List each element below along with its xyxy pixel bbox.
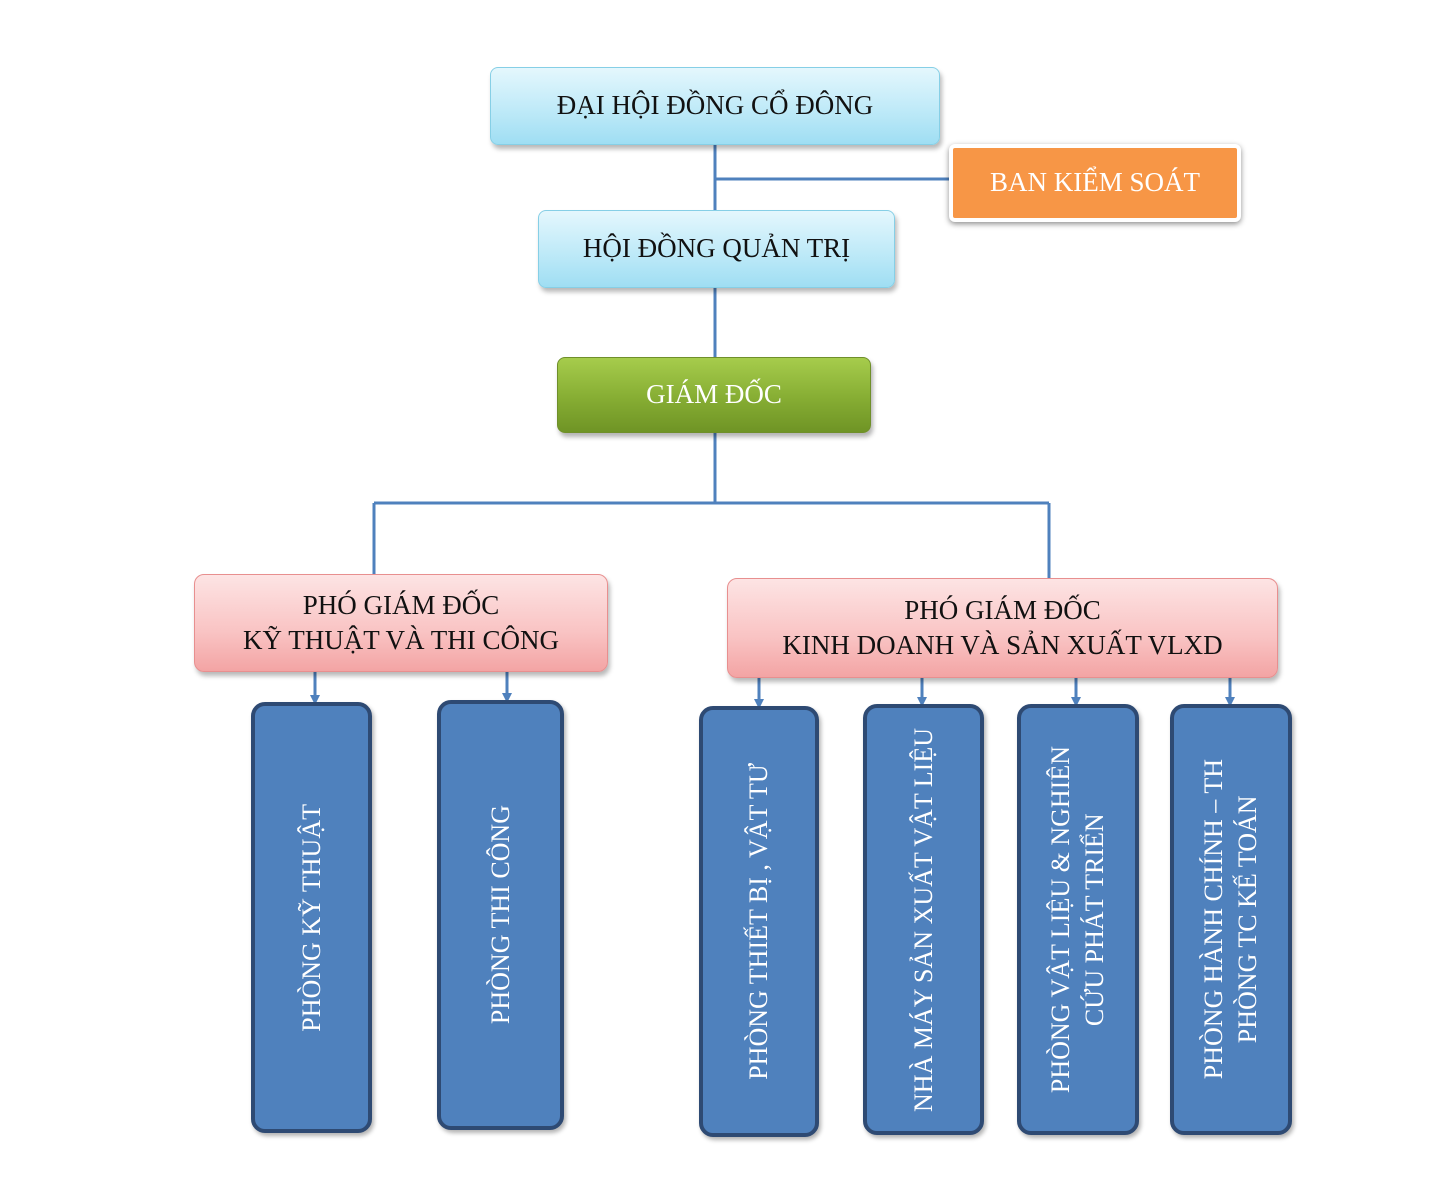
dept-technical-line-1: PHÒNG KỸ THUẬT xyxy=(296,803,326,1032)
dept-admin-finance-box: PHÒNG HÀNH CHÍNH – TH PHÒNG TC KẾ TOÁN xyxy=(1170,704,1292,1135)
deputy-business-text: PHÓ GIÁM ĐỐC KINH DOANH VÀ SẢN XUẤT VLXD xyxy=(782,593,1222,663)
dept-materials-rd-text: PHÒNG VẬT LIỆU & NGHIÊN CỨU PHÁT TRIỂN xyxy=(1044,746,1112,1093)
dept-materials-rd-line-2: CỨU PHÁT TRIỂN xyxy=(1080,813,1109,1026)
dept-materials-rd-line-1: PHÒNG VẬT LIỆU & NGHIÊN xyxy=(1046,745,1076,1094)
shareholders-meeting-label: ĐẠI HỘI ĐỒNG CỔ ĐÔNG xyxy=(556,90,874,121)
director-box: GIÁM ĐỐC xyxy=(557,357,871,433)
dept-factory-text: NHÀ MÁY SẢN XUẤT VẬT LIỆU xyxy=(907,728,941,1112)
dept-factory-line-1: NHÀ MÁY SẢN XUẤT VẬT LIỆU xyxy=(908,727,938,1112)
dept-admin-finance-line-2: PHÒNG TC KẾ TOÁN xyxy=(1233,795,1262,1044)
dept-equipment-line-1: PHÒNG THIẾT BỊ , VẬT TƯ xyxy=(744,763,774,1080)
deputy-business-box: PHÓ GIÁM ĐỐC KINH DOANH VÀ SẢN XUẤT VLXD xyxy=(727,578,1278,678)
shareholders-meeting-box: ĐẠI HỘI ĐỒNG CỔ ĐÔNG xyxy=(490,67,940,145)
dept-equipment-box: PHÒNG THIẾT BỊ , VẬT TƯ xyxy=(699,706,819,1137)
dept-equipment-text: PHÒNG THIẾT BỊ , VẬT TƯ xyxy=(742,763,776,1080)
dept-admin-finance-line-1: PHÒNG HÀNH CHÍNH – TH xyxy=(1199,759,1229,1080)
dept-construction-box: PHÒNG THI CÔNG xyxy=(437,700,564,1130)
dept-factory-box: NHÀ MÁY SẢN XUẤT VẬT LIỆU xyxy=(863,704,984,1135)
supervisory-board-box: BAN KIỂM SOÁT xyxy=(949,144,1241,222)
deputy-technical-line-2: KỸ THUẬT VÀ THI CÔNG xyxy=(242,625,559,655)
board-of-directors-box: HỘI ĐỒNG QUẢN TRỊ xyxy=(538,210,895,288)
deputy-business-line-2: KINH DOANH VÀ SẢN XUẤT VLXD xyxy=(782,630,1223,660)
dept-construction-line-1: PHÒNG THI CÔNG xyxy=(485,805,515,1025)
deputy-business-line-1: PHÓ GIÁM ĐỐC xyxy=(904,594,1101,625)
deputy-technical-box: PHÓ GIÁM ĐỐC KỸ THUẬT VÀ THI CÔNG xyxy=(194,574,608,672)
dept-technical-box: PHÒNG KỸ THUẬT xyxy=(251,702,372,1133)
director-label: GIÁM ĐỐC xyxy=(646,379,782,410)
supervisory-board-label: BAN KIỂM SOÁT xyxy=(989,167,1200,198)
dept-construction-text: PHÒNG THI CÔNG xyxy=(484,805,518,1024)
deputy-technical-text: PHÓ GIÁM ĐỐC KỸ THUẬT VÀ THI CÔNG xyxy=(243,588,559,658)
deputy-technical-line-1: PHÓ GIÁM ĐỐC xyxy=(302,589,500,620)
dept-technical-text: PHÒNG KỸ THUẬT xyxy=(295,804,329,1032)
dept-admin-finance-text: PHÒNG HÀNH CHÍNH – TH PHÒNG TC KẾ TOÁN xyxy=(1197,759,1265,1079)
dept-materials-rd-box: PHÒNG VẬT LIỆU & NGHIÊN CỨU PHÁT TRIỂN xyxy=(1017,704,1139,1135)
board-of-directors-label: HỘI ĐỒNG QUẢN TRỊ xyxy=(582,233,851,264)
